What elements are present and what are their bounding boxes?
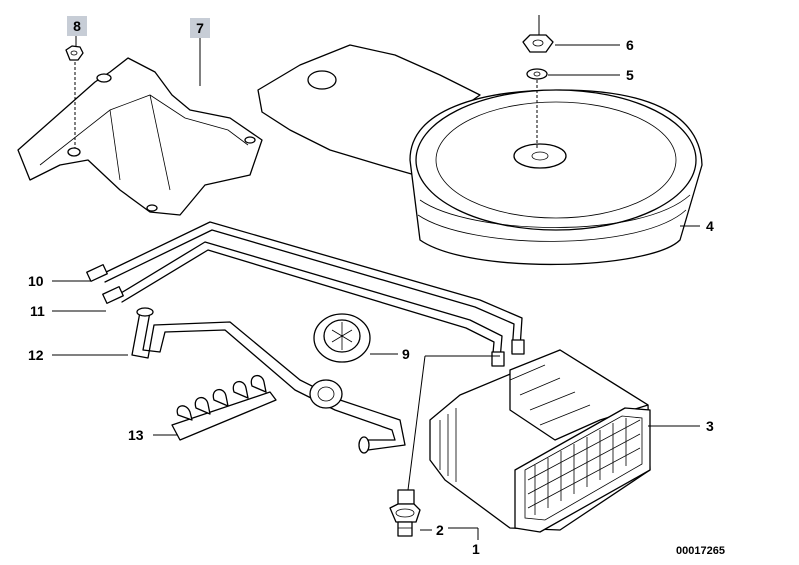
air-cleaner-housing-part-4[interactable]: [257, 44, 703, 266]
callout-label-10: 10: [28, 273, 44, 289]
callout-label-6: 6: [626, 37, 634, 53]
callout-13[interactable]: 13: [128, 427, 144, 443]
callout-label-1: 1: [472, 541, 480, 557]
leader-lines: [52, 36, 700, 540]
callout-label-2: 2: [436, 522, 444, 538]
canister-grille: [527, 418, 641, 515]
callout-label-13: 13: [128, 427, 144, 443]
grommet-part-9[interactable]: [313, 313, 371, 363]
callout-6[interactable]: 6: [626, 37, 634, 53]
callout-highlight: [190, 18, 210, 38]
callout-label-4: 4: [706, 218, 714, 234]
tube-part-11[interactable]: [102, 241, 525, 367]
valve-part-2[interactable]: [389, 355, 500, 537]
callout-4[interactable]: 4: [706, 218, 714, 234]
callout-11[interactable]: 11: [30, 303, 45, 319]
callout-3[interactable]: 3: [706, 418, 714, 434]
callout-label-7: 7: [196, 20, 204, 36]
callout-label-11: 11: [30, 303, 45, 319]
callout-1[interactable]: 1: [472, 541, 480, 557]
callout-label-3: 3: [706, 418, 714, 434]
callout-label-9: 9: [402, 346, 410, 362]
callout-8[interactable]: 8: [67, 16, 87, 36]
callout-label-8: 8: [73, 18, 81, 34]
callout-highlight: [67, 16, 87, 36]
diagram-reference-number: 00017265: [676, 545, 725, 557]
hose-part-12[interactable]: [131, 307, 406, 454]
nut-part-8[interactable]: [65, 45, 84, 148]
tube-part-10[interactable]: [86, 221, 523, 353]
heat-shield-part-7[interactable]: [17, 57, 263, 216]
callout-9[interactable]: 9: [402, 346, 410, 362]
washer-part-5[interactable]: [526, 68, 548, 150]
callout-label-12: 12: [28, 347, 44, 363]
clip-strip-part-13[interactable]: [171, 375, 277, 441]
callout-5[interactable]: 5: [626, 67, 634, 83]
callout-12[interactable]: 12: [28, 347, 44, 363]
callout-10[interactable]: 10: [28, 273, 44, 289]
callout-7[interactable]: 7: [190, 18, 210, 38]
callout-label-5: 5: [626, 67, 634, 83]
callout-2[interactable]: 2: [436, 522, 444, 538]
charcoal-canister-part-3[interactable]: [429, 349, 651, 533]
nut-part-6[interactable]: [522, 15, 554, 53]
